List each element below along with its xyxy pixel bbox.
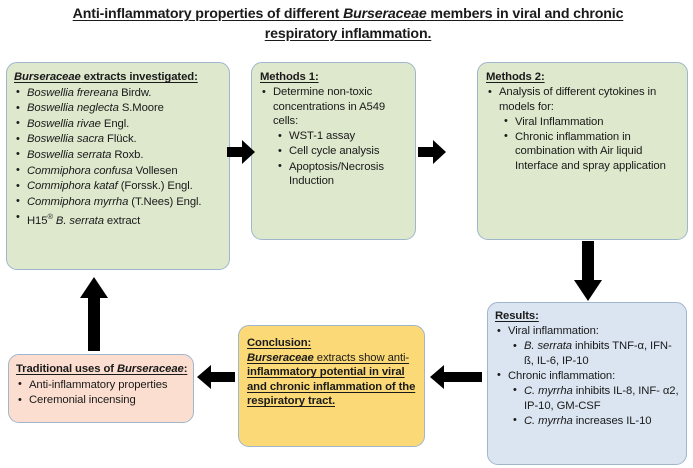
- box-extracts-header-taxon: Burseraceae: [14, 71, 81, 83]
- results-list: Viral inflammation:: [495, 324, 681, 339]
- title-line1-part1: Anti-inflammatory properties of differen…: [72, 6, 344, 22]
- results-chronic-sublist: C. myrrha inhibits IL-8, INF- α2, IP-10,…: [511, 383, 681, 429]
- title-line1-part2: members in viral and chronic: [426, 6, 624, 22]
- box-extracts-investigated: Burseraceae extracts investigated: Boswe…: [6, 62, 230, 270]
- title-line2: respiratory inflammation.: [264, 26, 432, 42]
- list-item: Boswellia neglecta S.Moore: [14, 101, 223, 116]
- box-methods-1: Methods 1: Determine non-toxic concentra…: [251, 62, 416, 240]
- results-list-2: Chronic inflammation:: [495, 368, 681, 384]
- list-item: Commiphora confusa Vollesen: [14, 163, 223, 179]
- conclusion-line-2: inflammatory potential in viral: [247, 366, 405, 379]
- extracts-list: Boswellia frereana Birdw. Boswellia negl…: [14, 85, 223, 229]
- list-item: Ceremonial incensing: [16, 393, 188, 408]
- list-item: Apoptosis/Necrosis Induction: [276, 159, 408, 189]
- list-item: Anti-inflammatory properties: [16, 377, 188, 393]
- list-item: Analysis of different cytokines in model…: [486, 85, 679, 114]
- results-viral-sublist: B. serrata inhibits TNF-α, IFN-ß, IL-6, …: [511, 339, 681, 368]
- list-item: Commiphora myrrha (T.Nees) Engl.: [14, 194, 223, 210]
- list-item: Viral inflammation:: [495, 324, 681, 339]
- registered-trademark-icon: ®: [47, 212, 53, 222]
- conclusion-line-1: Burseraceae extracts show anti-: [247, 351, 410, 364]
- list-item: Boswellia sacra Flück.: [14, 132, 223, 147]
- methods1-list: Determine non-toxic concentrations in A5…: [260, 85, 408, 129]
- list-item: WST-1 assay: [276, 129, 408, 144]
- page-title: Anti-inflammatory properties of differen…: [18, 4, 678, 44]
- list-item: B. serrata inhibits TNF-α, IFN-ß, IL-6, …: [511, 339, 681, 368]
- title-line1-taxon: Burseraceae: [343, 6, 427, 22]
- box-extracts-header-rest: extracts investigated:: [80, 71, 198, 83]
- list-item: H15® B. serrata extract: [14, 210, 223, 228]
- box-results: Results: Viral inflammation: B. serrata …: [487, 302, 687, 465]
- list-item: Boswellia frereana Birdw.: [14, 85, 223, 101]
- conclusion-line-3: and chronic inflammation of the: [247, 380, 416, 393]
- arrow-methods2-to-results-icon: [572, 240, 604, 302]
- list-item: C. myrrha inhibits IL-8, INF- α2, IP-10,…: [511, 383, 681, 413]
- box-conclusion: Conclusion: Burseraceae extracts show an…: [238, 325, 425, 447]
- list-item: Cell cycle analysis: [276, 144, 408, 159]
- list-item: Boswellia rivae Engl.: [14, 116, 223, 132]
- box-conclusion-header: Conclusion:: [247, 337, 312, 349]
- box-methods1-header: Methods 1:: [260, 71, 319, 83]
- list-item: Commiphora kataf (Forssk.) Engl.: [14, 179, 223, 194]
- box-extracts-header: Burseraceae extracts investigated:: [14, 70, 223, 85]
- methods2-sublist: Viral Inflammation Chronic inflammation …: [502, 114, 679, 174]
- conclusion-line-4: respiratory tract.: [247, 395, 335, 408]
- list-item: Chronic inflammation:: [495, 368, 681, 384]
- methods2-list: Analysis of different cytokines in model…: [486, 85, 679, 114]
- box-results-header: Results:: [495, 310, 539, 322]
- list-item: C. myrrha increases IL-10: [511, 413, 681, 429]
- box-traditional-header: Traditional uses of Burseraceae:: [16, 363, 188, 375]
- box-traditional-uses: Traditional uses of Burseraceae: Anti-in…: [8, 354, 194, 423]
- list-item: Viral Inflammation: [502, 114, 679, 130]
- arrow-extracts-to-methods1-icon: [226, 137, 256, 167]
- arrow-traditional-to-extracts-icon: [78, 276, 110, 352]
- methods1-sublist: WST-1 assay Cell cycle analysis Apoptosi…: [276, 129, 408, 188]
- arrow-methods1-to-methods2-icon: [417, 137, 447, 167]
- arrow-results-to-conclusion-icon: [429, 362, 483, 392]
- list-item: Chronic inflammation in combination with…: [502, 129, 679, 174]
- arrow-conclusion-to-traditional-icon: [196, 362, 236, 392]
- traditional-list: Anti-inflammatory properties Ceremonial …: [16, 377, 188, 408]
- box-methods2-header: Methods 2:: [486, 71, 545, 83]
- box-methods-2: Methods 2: Analysis of different cytokin…: [477, 62, 688, 240]
- list-item: Boswellia serrata Roxb.: [14, 147, 223, 163]
- list-item: Determine non-toxic concentrations in A5…: [260, 85, 408, 129]
